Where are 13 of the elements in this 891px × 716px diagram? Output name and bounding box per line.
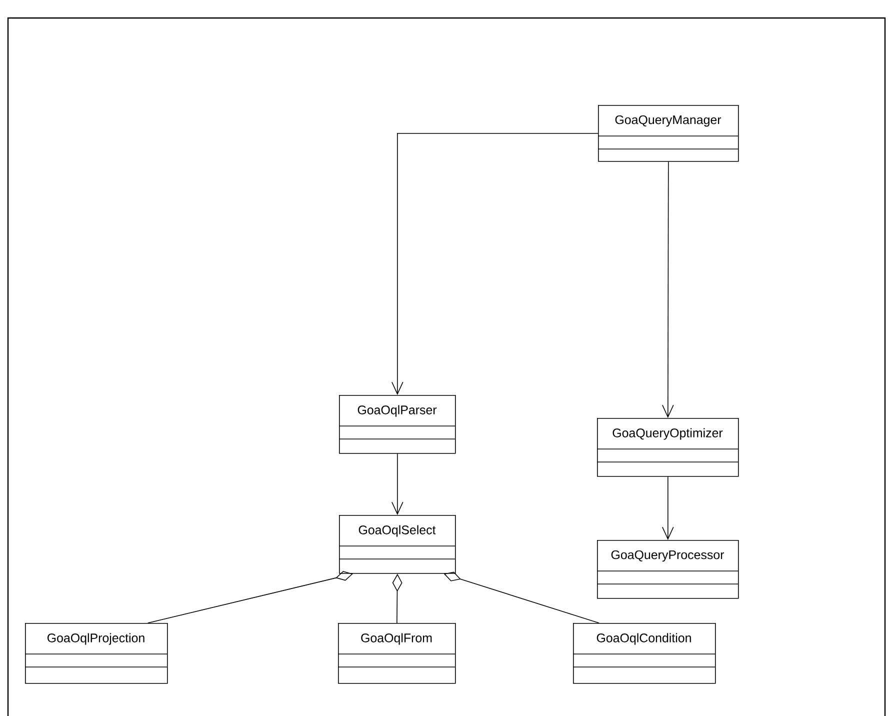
class-box: GoaOqlSelect bbox=[338, 515, 456, 574]
arrow bbox=[662, 476, 674, 540]
class-box: GoaQueryOptimizer bbox=[596, 418, 739, 477]
aggregation-line bbox=[147, 571, 353, 624]
class-box: GoaQueryManager bbox=[598, 105, 739, 162]
arrow bbox=[392, 133, 598, 395]
arrow bbox=[662, 161, 674, 418]
arrow bbox=[392, 453, 404, 515]
class-box: GoaOqlFrom bbox=[338, 623, 456, 684]
class-box: GoaOqlCondition bbox=[572, 623, 716, 684]
class-box: GoaQueryProcessor bbox=[596, 540, 739, 599]
class-box: GoaOqlParser bbox=[338, 395, 456, 454]
class-box: GoaOqlProjection bbox=[24, 623, 168, 684]
